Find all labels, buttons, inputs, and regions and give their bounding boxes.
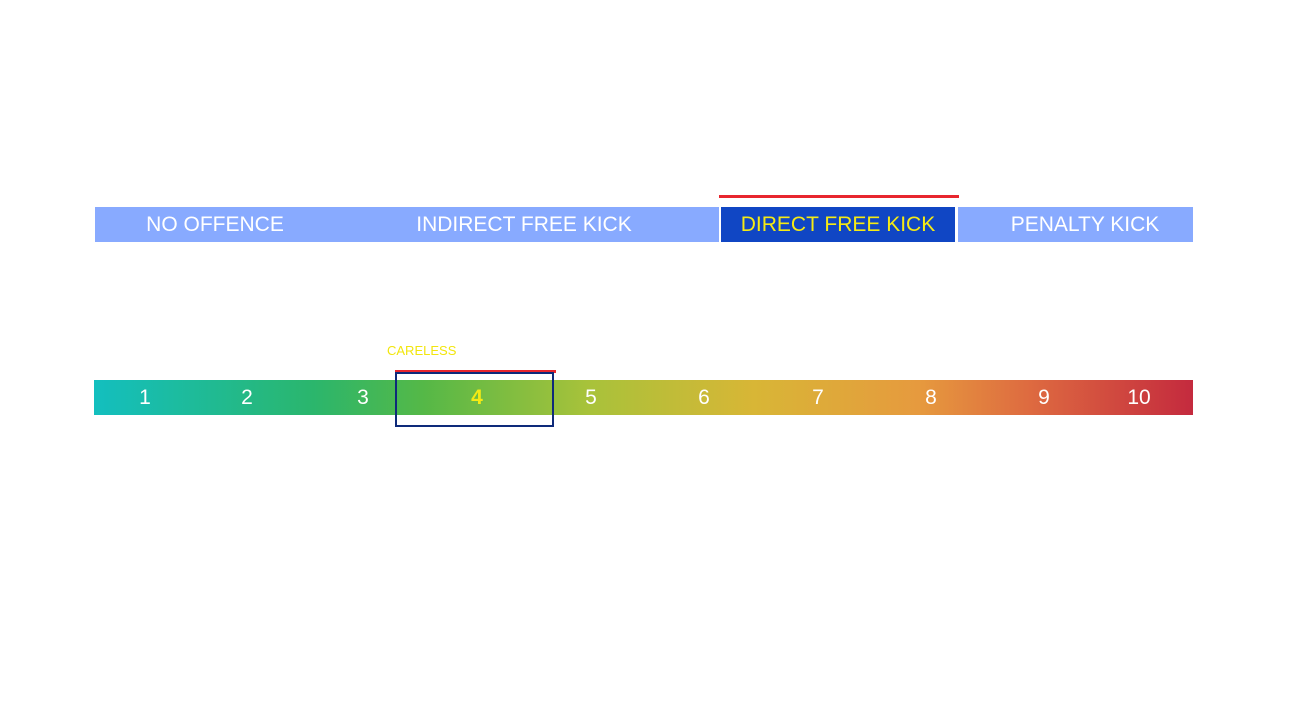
penalty-kick-label: PENALTY KICK xyxy=(1010,213,1160,236)
severity-scale: 1 2 3 4 5 6 7 8 9 10 xyxy=(94,380,1193,415)
scale-number: 3 xyxy=(357,386,369,409)
scale-number: 6 xyxy=(698,386,710,409)
scale-number: 8 xyxy=(925,386,937,409)
scale-number-selected: 4 xyxy=(471,386,483,409)
indirect-free-kick-label: INDIRECT FREE KICK xyxy=(416,213,632,236)
no-offence-label: NO OFFENCE xyxy=(146,213,284,236)
careless-marker xyxy=(395,370,556,373)
direct-free-kick-marker xyxy=(719,195,959,198)
scale-number: 9 xyxy=(1038,386,1050,409)
scale-number: 7 xyxy=(812,386,824,409)
category-no-offence-indirect: NO OFFENCE INDIRECT FREE KICK xyxy=(95,207,719,242)
category-direct-free-kick: DIRECT FREE KICK xyxy=(721,207,955,242)
scale-number: 2 xyxy=(241,386,253,409)
category-penalty-kick: PENALTY KICK xyxy=(958,207,1193,242)
scale-number: 1 xyxy=(139,386,151,409)
careless-label: CARELESS xyxy=(387,343,457,358)
scale-number: 10 xyxy=(1127,386,1151,409)
selection-box xyxy=(395,372,554,427)
scale-number: 5 xyxy=(585,386,597,409)
